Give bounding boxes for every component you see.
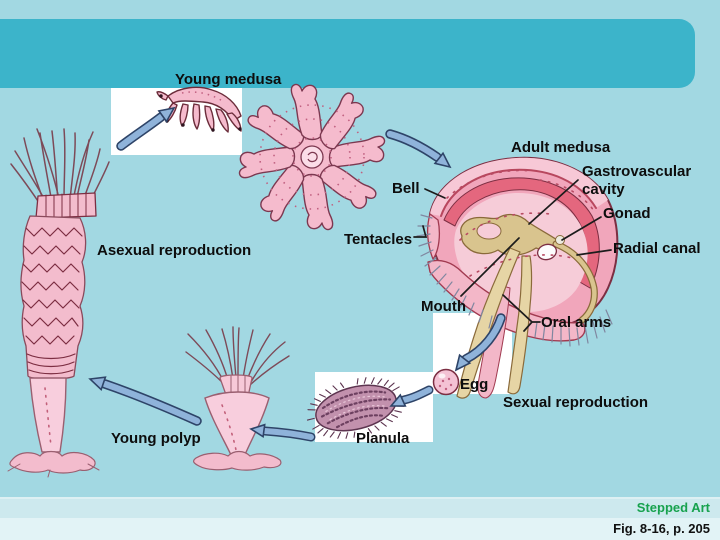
planula-illustration [306, 377, 406, 439]
medusa-top-view-illustration [238, 83, 386, 231]
label-bell: Bell [392, 180, 420, 197]
label-gastrovascular-cavity: Gastrovascular cavity [582, 163, 692, 198]
label-oral-arms: Oral arms [541, 314, 612, 331]
arrow-to-adult-medusa-icon [385, 129, 452, 169]
adult-polyp-colony-illustration [7, 128, 110, 478]
label-asexual-reproduction: Asexual reproduction [97, 242, 252, 259]
label-young-polyp: Young polyp [111, 430, 201, 447]
label-planula: Planula [356, 430, 410, 447]
label-radial-canal: Radial canal [613, 240, 701, 257]
egg-illustration [432, 368, 460, 396]
arrow-to-young-polyp-icon [249, 423, 316, 442]
figure-caption: Fig. 8-16, p. 205 [613, 521, 710, 536]
footer-strip-2 [0, 518, 720, 540]
label-mouth: Mouth [421, 298, 466, 315]
label-pointer-lines [413, 179, 612, 332]
header-band [0, 19, 695, 88]
arrow-to-planula-icon [389, 385, 434, 407]
arrow-to-young-medusa-icon [116, 106, 176, 151]
label-young-medusa: Young medusa [175, 71, 282, 88]
arrow-to-colony-icon [88, 376, 202, 426]
label-adult-medusa: Adult medusa [511, 139, 611, 156]
arrow-to-egg-icon [454, 313, 506, 372]
label-tentacles: Tentacles [344, 231, 413, 248]
label-sexual-reproduction: Sexual reproduction [503, 394, 649, 411]
label-gonad: Gonad [603, 205, 651, 222]
footer-strip-1 [0, 497, 720, 520]
stepped-art-credit: Stepped Art [636, 500, 710, 515]
young-polyp-illustration [185, 326, 290, 471]
label-egg: Egg [460, 376, 489, 393]
adult-medusa-illustration [416, 156, 619, 399]
cycle-arrows [88, 106, 506, 442]
